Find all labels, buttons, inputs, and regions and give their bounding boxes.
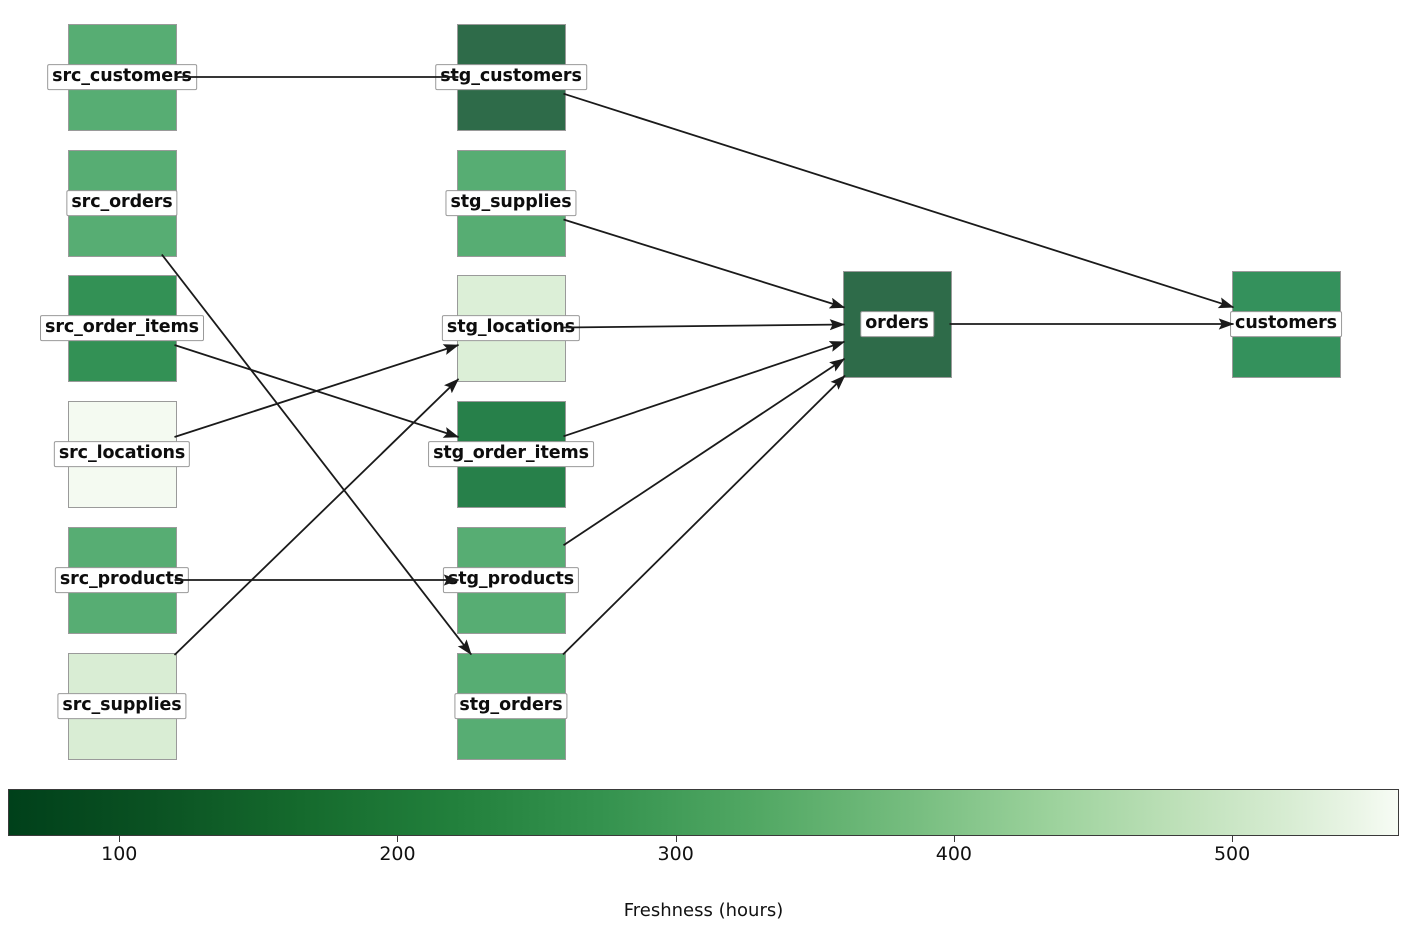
node-label-src_customers: src_customers: [47, 64, 197, 90]
node-label-stg_products: stg_products: [442, 567, 580, 593]
colorbar-tick: [119, 836, 121, 842]
node-label-stg_orders: stg_orders: [454, 693, 568, 719]
colorbar-tick-label: 100: [101, 843, 138, 865]
colorbar-tick: [1232, 836, 1234, 842]
node-label-stg_locations: stg_locations: [441, 315, 581, 341]
edge-stg_orders-to-orders: [562, 374, 846, 656]
edge-stg_supplies-to-orders: [563, 218, 846, 309]
colorbar-tick-label: 200: [379, 843, 416, 865]
node-label-customers: customers: [1230, 311, 1342, 337]
node-label-stg_customers: stg_customers: [435, 64, 587, 90]
colorbar-title: Freshness (hours): [623, 900, 784, 921]
node-label-stg_supplies: stg_supplies: [445, 190, 577, 216]
node-label-src_locations: src_locations: [53, 441, 191, 467]
edge-stg_products-to-orders: [563, 358, 846, 546]
node-label-src_supplies: src_supplies: [57, 693, 187, 719]
node-label-orders: orders: [860, 311, 934, 337]
colorbar-tick: [397, 836, 399, 842]
colorbar-tick-label: 400: [935, 843, 973, 865]
colorbar-gradient: [8, 789, 1399, 836]
colorbar-tick-label: 500: [1213, 843, 1251, 865]
node-label-src_orders: src_orders: [66, 190, 178, 216]
edge-stg_locations-to-orders: [563, 319, 846, 331]
edge-src_locations-to-stg_locations: [174, 344, 460, 438]
edge-stg_order_items-to-orders: [563, 340, 846, 438]
edge-src_orders-to-stg_orders: [161, 253, 472, 656]
node-label-src_products: src_products: [54, 567, 190, 593]
colorbar-tick: [953, 836, 955, 842]
edge-src_supplies-to-stg_locations: [173, 378, 460, 656]
node-label-stg_order_items: stg_order_items: [428, 441, 594, 467]
node-label-src_order_items: src_order_items: [40, 315, 204, 341]
colorbar-tick-label: 300: [657, 843, 694, 865]
edge-src_order_items-to-stg_order_items: [174, 344, 460, 438]
colorbar: 100 200 300 400 500 Freshness (hours): [8, 789, 1399, 921]
colorbar-tick: [675, 836, 677, 842]
